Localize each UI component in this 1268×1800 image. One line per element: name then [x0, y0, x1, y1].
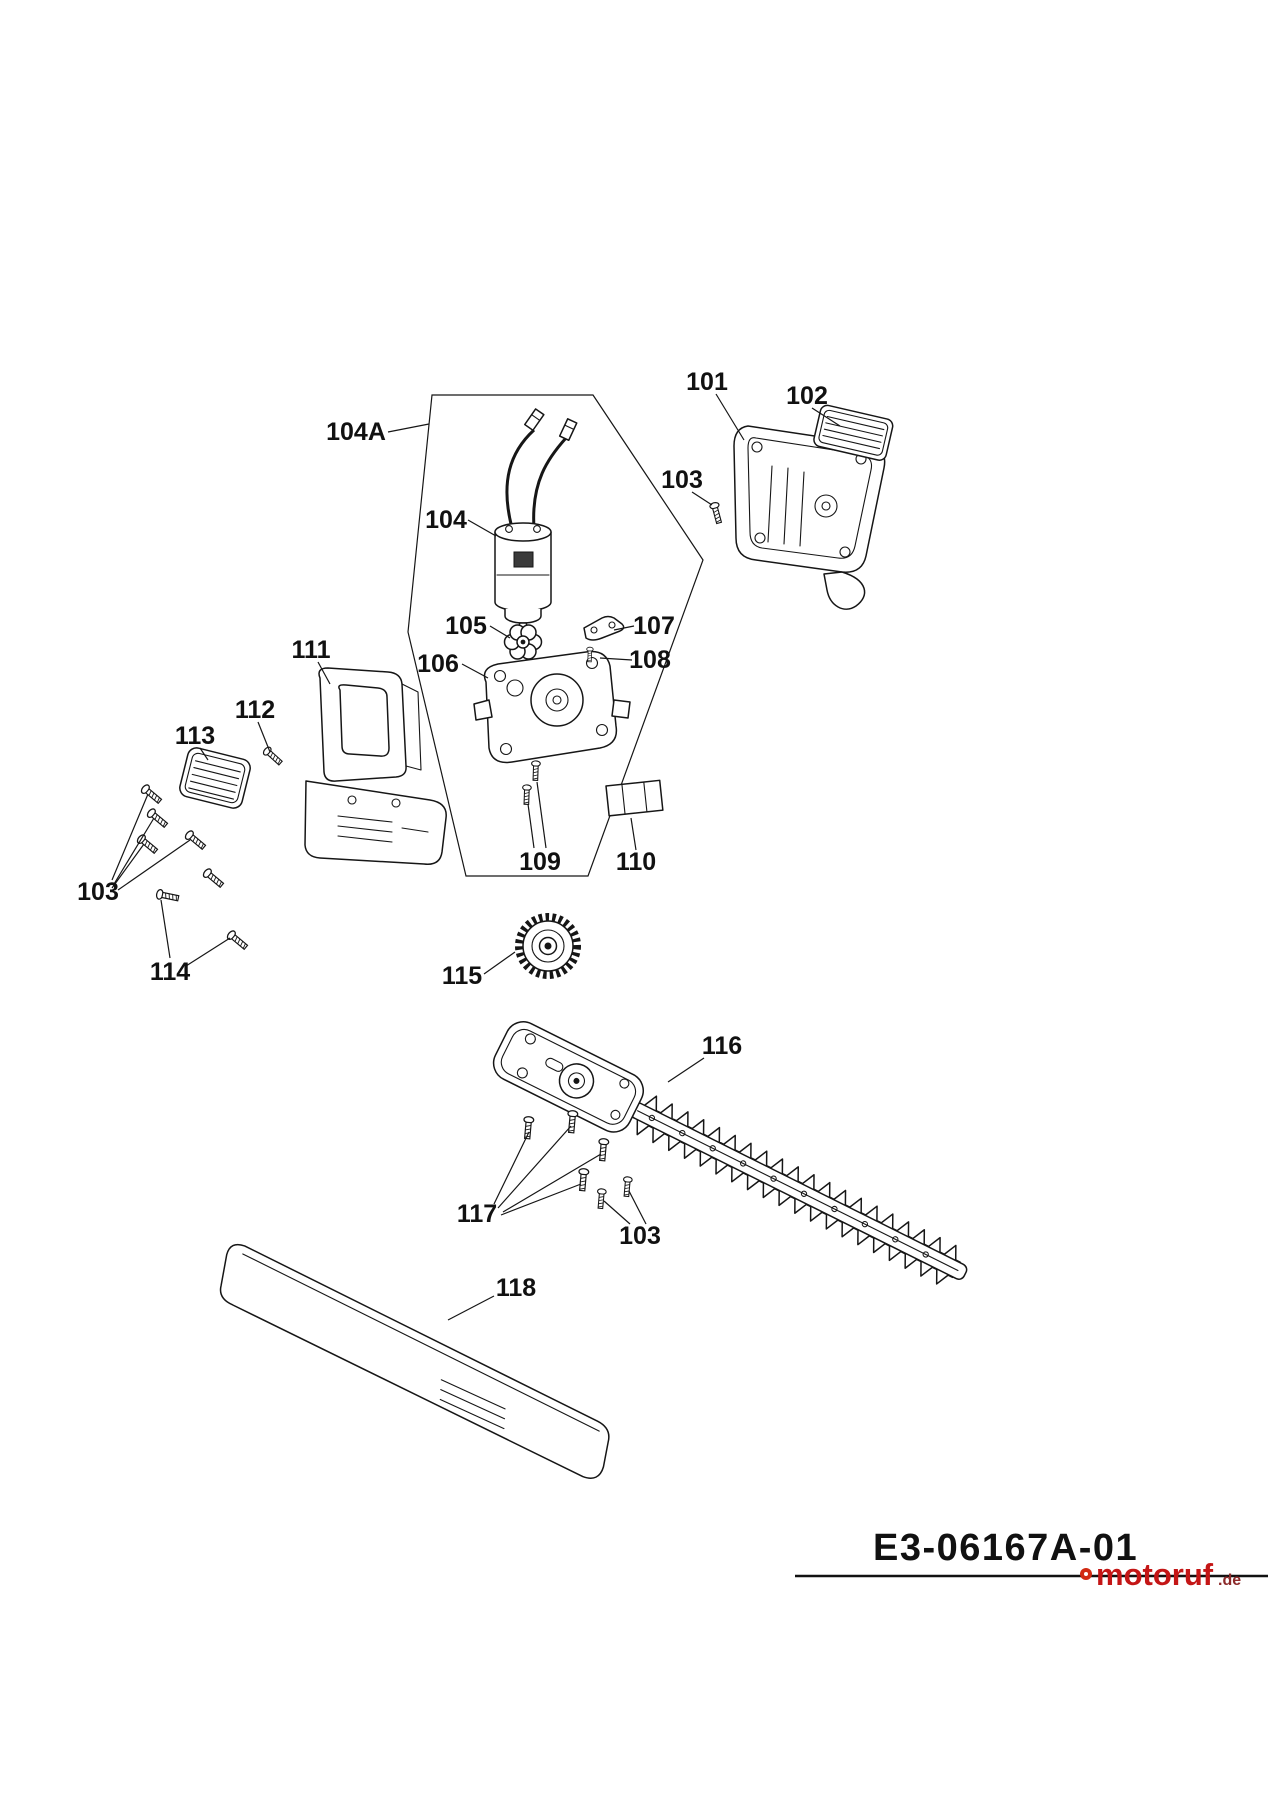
part-label-110: 110	[616, 848, 656, 876]
part-label-103-left: 103	[77, 878, 119, 906]
watermark: motoruf .de	[1080, 1557, 1241, 1592]
watermark-brand: motoruf	[1096, 1557, 1214, 1592]
part-label-101: 101	[686, 368, 728, 396]
part-label-118: 118	[496, 1274, 536, 1302]
screw-112	[261, 745, 285, 768]
vent-grille-left-part	[179, 747, 251, 809]
part-label-103-bottom: 103	[619, 1222, 661, 1250]
part-label-115: 115	[442, 962, 482, 990]
part-label-103-top: 103	[661, 466, 703, 494]
part-label-104a: 104A	[326, 418, 386, 446]
part-label-113: 113	[175, 722, 215, 750]
front-housing-part	[304, 667, 447, 865]
part-label-102: 102	[786, 382, 828, 410]
screw-109-b	[521, 784, 532, 806]
part-label-112: 112	[235, 696, 275, 724]
part-label-111: 111	[292, 636, 331, 664]
screw-114-b	[225, 928, 250, 952]
gearbox-part	[473, 650, 631, 764]
screw-103-left-3	[135, 832, 160, 856]
screw-103-bottom-1	[595, 1187, 607, 1210]
motor-part	[494, 408, 578, 633]
part-label-104: 104	[425, 506, 467, 534]
part-label-117: 117	[457, 1200, 497, 1228]
leader-lines	[111, 393, 841, 1321]
screw-103-left-5	[201, 866, 226, 890]
fan-part	[503, 624, 543, 660]
footer: E3-06167A-01	[795, 1527, 1268, 1578]
watermark-logo-dot	[1084, 1572, 1088, 1576]
blade-assembly-part	[492, 1021, 968, 1285]
part-label-108: 108	[629, 646, 671, 674]
part-label-105: 105	[445, 612, 487, 640]
screw-117-3	[596, 1137, 610, 1162]
part-label-114: 114	[150, 958, 190, 986]
screw-109-a	[530, 760, 541, 782]
part-label-109: 109	[519, 848, 561, 876]
part-labels: 101 102 103 104 104A 105 106 107 108 109…	[77, 368, 828, 1302]
screw-117-4	[576, 1167, 590, 1192]
clip-plate-part	[605, 779, 664, 817]
part-label-107: 107	[633, 612, 675, 640]
watermark-suffix: .de	[1218, 1572, 1241, 1589]
subassembly-region-outline	[407, 394, 704, 877]
screw-103-left-1	[139, 782, 164, 806]
screw-114-a	[155, 888, 180, 904]
bracket-part	[583, 615, 625, 641]
blade-cover-part	[219, 1243, 610, 1479]
rear-housing-part	[733, 425, 886, 610]
screw-103-left-4	[183, 828, 208, 852]
gear-wheel-part	[515, 913, 581, 979]
part-label-106: 106	[417, 650, 459, 678]
diagram-code: E3-06167A-01	[873, 1527, 1138, 1569]
vent-grille-right-part	[813, 404, 894, 461]
part-label-116: 116	[702, 1032, 742, 1060]
screw-117-1	[521, 1115, 535, 1140]
